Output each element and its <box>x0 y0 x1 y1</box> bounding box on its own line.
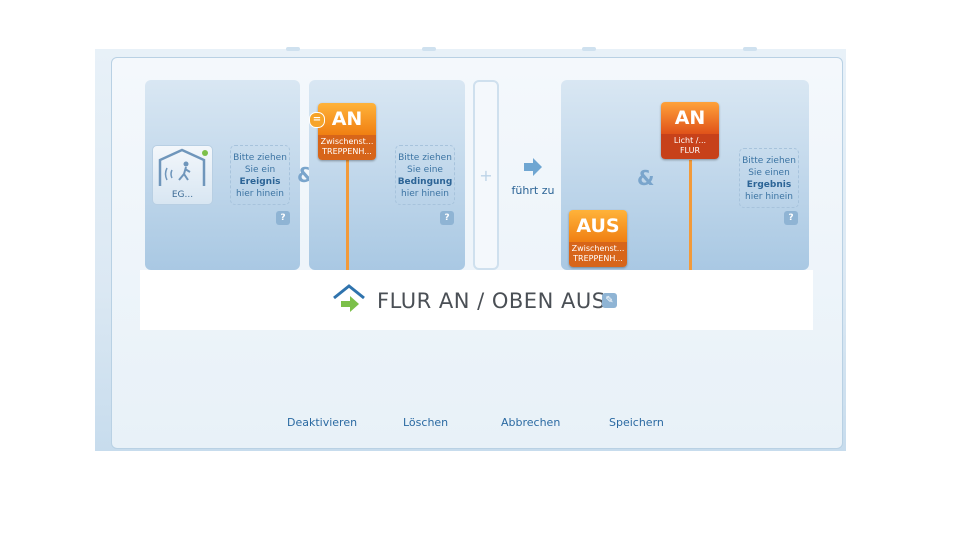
tag-detail: Licht /...FLUR <box>661 134 719 159</box>
scene-name-bar: FLUR AN / OBEN AUS ✎ <box>140 270 813 330</box>
scene-house-icon <box>333 284 365 312</box>
delete-button[interactable]: Löschen <box>403 416 449 429</box>
slot-text: Bitte ziehen <box>742 156 796 166</box>
tag-state: AUS <box>569 210 627 242</box>
top-tab <box>422 47 436 51</box>
condition-tag-on[interactable]: AN Zwischenst...TREPPENH... <box>318 103 376 160</box>
tag-state: AN <box>661 102 719 134</box>
and-symbol: & <box>637 166 655 190</box>
slot-text: hier hinein <box>745 192 793 202</box>
edit-pencil-icon[interactable]: ✎ <box>602 293 617 308</box>
leads-to-label: führt zu <box>511 184 555 197</box>
help-icon[interactable]: ? <box>784 211 798 225</box>
top-tab <box>743 47 757 51</box>
motion-sensor-card[interactable]: EG... <box>152 145 213 205</box>
scene-title: FLUR AN / OBEN AUS <box>377 289 606 313</box>
plus-icon: + <box>479 166 493 185</box>
slot-text: hier hinein <box>401 189 449 199</box>
slot-text: Sie einen <box>748 168 790 178</box>
tag-state: AN <box>318 103 376 135</box>
event-drop-zone[interactable]: Bitte ziehen Sie ein Ereignis hier hinei… <box>230 145 290 205</box>
slot-keyword: Ergebnis <box>746 180 792 190</box>
help-icon[interactable]: ? <box>440 211 454 225</box>
slot-text: Bitte ziehen <box>398 153 452 163</box>
slot-text: Bitte ziehen <box>233 153 287 163</box>
status-dot <box>202 150 208 156</box>
cancel-button[interactable]: Abbrechen <box>501 416 561 429</box>
arrow-right-icon <box>524 158 542 176</box>
slot-keyword: Ereignis <box>239 177 281 187</box>
save-button[interactable]: Speichern <box>609 416 664 429</box>
deactivate-button[interactable]: Deaktivieren <box>287 416 358 429</box>
motion-sensor-icon <box>158 148 206 186</box>
slot-text: Sie ein <box>244 165 276 175</box>
result-tag-off[interactable]: AUS Zwischenst...TREPPENH... <box>569 210 627 267</box>
result-drop-zone[interactable]: Bitte ziehen Sie einen Ergebnis hier hin… <box>739 148 799 208</box>
slot-keyword: Bedingung <box>397 177 453 187</box>
tag-detail: Zwischenst...TREPPENH... <box>318 135 376 160</box>
top-tab <box>286 47 300 51</box>
tag-pole <box>689 160 692 270</box>
tag-pole <box>346 160 349 270</box>
slot-text: hier hinein <box>236 189 284 199</box>
add-condition-button[interactable]: + <box>473 80 499 270</box>
help-icon[interactable]: ? <box>276 211 290 225</box>
sensor-label: EG... <box>171 190 194 200</box>
tag-detail: Zwischenst...TREPPENH... <box>569 242 627 267</box>
result-tag-on[interactable]: AN Licht /...FLUR <box>661 102 719 159</box>
top-tab <box>582 47 596 51</box>
condition-drop-zone[interactable]: Bitte ziehen Sie eine Bedingung hier hin… <box>395 145 455 205</box>
condition-operator-badge[interactable]: = <box>309 112 325 128</box>
slot-text: Sie eine <box>407 165 443 175</box>
